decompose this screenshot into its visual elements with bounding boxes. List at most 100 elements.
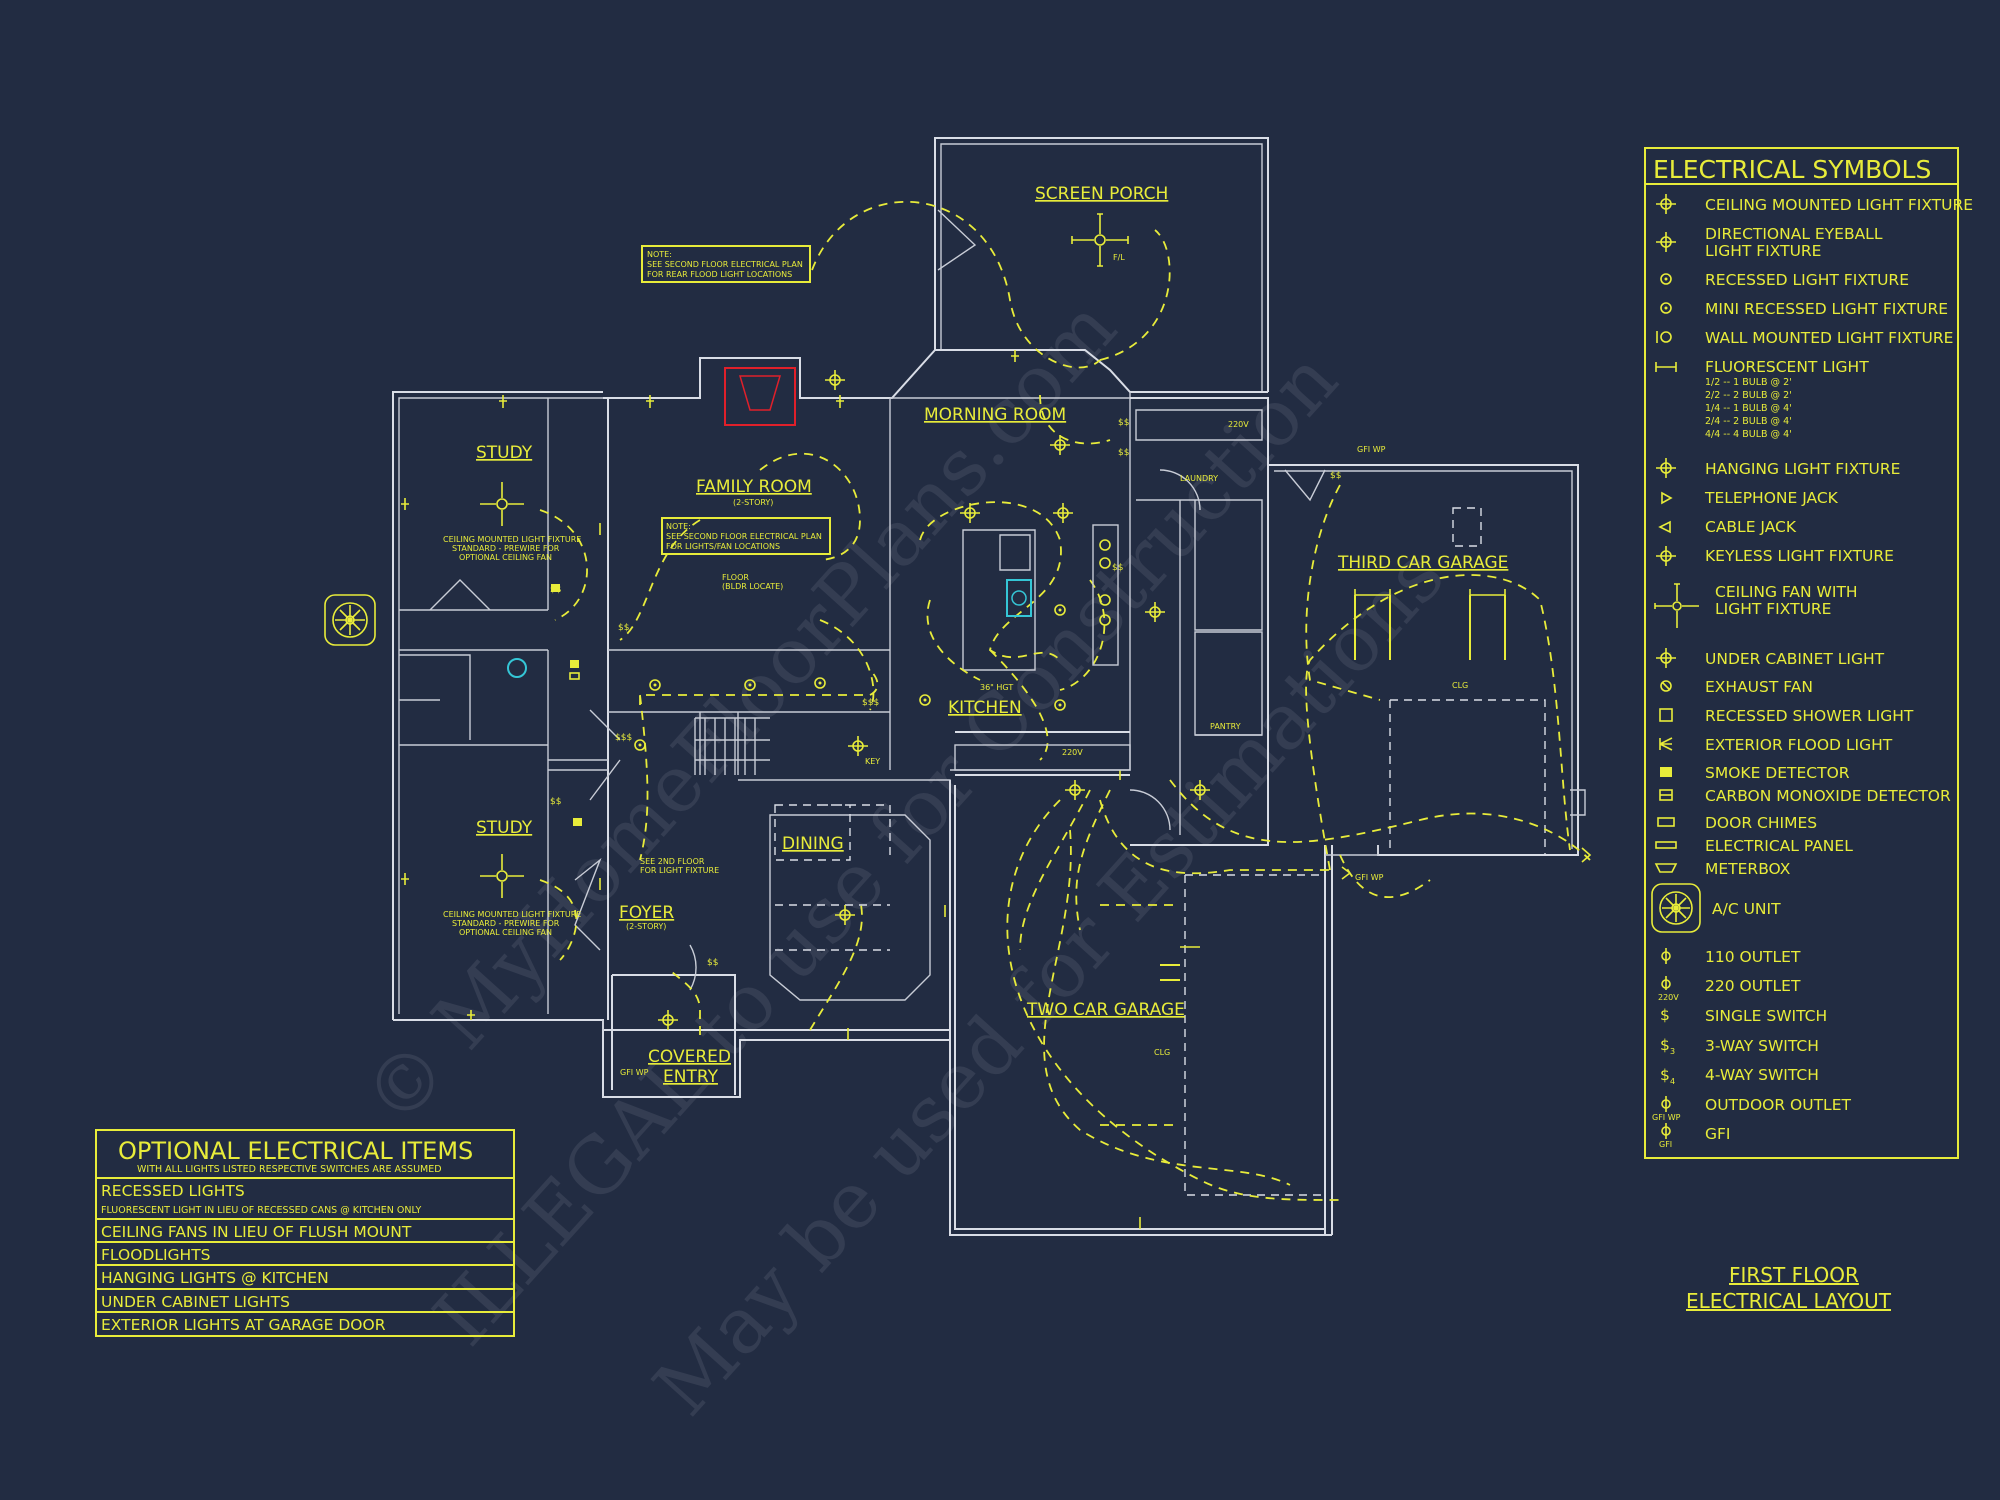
legend-fluor-sub-3: 1/4 -- 1 BULB @ 4' bbox=[1705, 403, 1792, 414]
legend-label-cable: CABLE JACK bbox=[1705, 518, 1797, 536]
legend-label-outdoor: OUTDOOR OUTLET bbox=[1705, 1096, 1851, 1114]
svg-text:GFI: GFI bbox=[1659, 1140, 1672, 1149]
legend-label-chimes: DOOR CHIMES bbox=[1705, 814, 1817, 832]
svg-text:GFI WP: GFI WP bbox=[1652, 1113, 1681, 1122]
legend-label-panel: ELECTRICAL PANEL bbox=[1705, 837, 1853, 855]
outlet-110-icon bbox=[401, 350, 1141, 1229]
electrical-panel-icon bbox=[1655, 841, 1677, 849]
legend-label-fan-1: CEILING FAN WITH bbox=[1715, 583, 1858, 601]
clg-note-two-garage: CLG bbox=[1154, 1048, 1170, 1057]
svg-text:$$: $$ bbox=[1330, 471, 1341, 481]
circuit-wiring bbox=[539, 200, 1591, 1201]
legend-label-recessed: RECESSED LIGHT FIXTURE bbox=[1705, 271, 1909, 289]
svg-text:3: 3 bbox=[1670, 1047, 1675, 1056]
legend-label-220: 220 OUTLET bbox=[1705, 977, 1801, 995]
family-note-line-2: FOR LIGHTS/FAN LOCATIONS bbox=[666, 542, 780, 551]
fireplace-icon bbox=[724, 367, 796, 426]
legend-label-shower: RECESSED SHOWER LIGHT bbox=[1705, 707, 1914, 725]
legend-label-3way: 3-WAY SWITCH bbox=[1705, 1037, 1819, 1055]
study-upper-fixture-1: CEILING MOUNTED LIGHT FIXTURE bbox=[443, 535, 581, 544]
outlet-110-icon bbox=[1661, 948, 1671, 964]
legend-label-ac: A/C UNIT bbox=[1712, 900, 1781, 918]
clg-note-third-garage: CLG bbox=[1452, 681, 1468, 690]
legend-label-co: CARBON MONOXIDE DETECTOR bbox=[1705, 787, 1951, 805]
legend-label-smoke: SMOKE DETECTOR bbox=[1705, 764, 1850, 782]
legend-label-110: 110 OUTLET bbox=[1705, 948, 1801, 966]
svg-text:$$$: $$$ bbox=[862, 698, 879, 708]
wall-light-icon bbox=[1656, 331, 1672, 343]
legend-label-eyeball-1: DIRECTIONAL EYEBALL bbox=[1705, 225, 1883, 243]
fl-note: F/L bbox=[1113, 253, 1125, 262]
eyeball-light-icon bbox=[1656, 232, 1676, 252]
study-upper-fixture-3: OPTIONAL CEILING FAN bbox=[459, 553, 552, 562]
legend-fluor-sub-1: 1/2 -- 1 BULB @ 2' bbox=[1705, 377, 1792, 388]
single-switch-icon: $ bbox=[1660, 1006, 1670, 1024]
room-label-covered-1: COVERED bbox=[648, 1047, 731, 1067]
room-label-morning-room: MORNING ROOM bbox=[924, 405, 1066, 425]
cable-jack-icon bbox=[1658, 520, 1671, 534]
svg-text:$$: $$ bbox=[1118, 418, 1129, 428]
family-note-line-1: SEE SECOND FLOOR ELECTRICAL PLAN bbox=[666, 532, 822, 541]
sheet-title-line-1: FIRST FLOOR bbox=[1729, 1263, 1859, 1287]
legend-label-fluorescent: FLUORESCENT LIGHT bbox=[1705, 358, 1869, 376]
ceiling-light-icon bbox=[1656, 194, 1676, 214]
svg-text:$$: $$ bbox=[707, 958, 718, 968]
foyer-note-1: SEE 2ND FLOOR bbox=[640, 857, 705, 866]
legend-label-keyless: KEYLESS LIGHT FIXTURE bbox=[1705, 547, 1894, 565]
v220-note-1: 220V bbox=[1228, 420, 1249, 429]
room-label-laundry: LAUNDRY bbox=[1180, 474, 1218, 483]
room-label-screen-porch: SCREEN PORCH bbox=[1035, 184, 1168, 204]
smoke-detector-icon bbox=[1660, 767, 1672, 777]
ceiling-fan-icon bbox=[480, 482, 524, 526]
key-note: KEY bbox=[865, 757, 880, 766]
optional-row-5: UNDER CABINET LIGHTS bbox=[101, 1293, 290, 1311]
foyer-sub: (2-STORY) bbox=[626, 922, 666, 931]
optional-row-2: CEILING FANS IN LIEU OF FLUSH MOUNT bbox=[101, 1223, 412, 1241]
sheet-title-line-2: ELECTRICAL LAYOUT bbox=[1686, 1289, 1892, 1313]
study-lower-fixture-3: OPTIONAL CEILING FAN bbox=[459, 928, 552, 937]
legend-label-hanging: HANGING LIGHT FIXTURE bbox=[1705, 460, 1900, 478]
sheet-title: FIRST FLOOR ELECTRICAL LAYOUT bbox=[1686, 1263, 1892, 1313]
legend-label-wall-light: WALL MOUNTED LIGHT FIXTURE bbox=[1705, 329, 1953, 347]
legend-label-telephone: TELEPHONE JACK bbox=[1704, 489, 1839, 507]
optional-row-4: HANGING LIGHTS @ KITCHEN bbox=[101, 1269, 329, 1287]
three-way-switch-icon: $3 bbox=[1660, 1036, 1675, 1056]
optional-items-subtitle: WITH ALL LIGHTS LISTED RESPECTIVE SWITCH… bbox=[137, 1164, 442, 1175]
legend-label-meterbox: METERBOX bbox=[1705, 860, 1791, 878]
outdoor-outlet-icon: GFI WP bbox=[1652, 1096, 1681, 1122]
legend-fluor-sub-2: 2/2 -- 2 BULB @ 2' bbox=[1705, 390, 1792, 401]
svg-text:$$: $$ bbox=[618, 623, 629, 633]
legend-label-single-switch: SINGLE SWITCH bbox=[1705, 1007, 1827, 1025]
room-label-pantry: PANTRY bbox=[1210, 722, 1241, 731]
telephone-jack-icon bbox=[1661, 491, 1673, 505]
room-label-study-upper: STUDY bbox=[476, 443, 533, 463]
recessed-light-icon bbox=[634, 604, 1066, 751]
fluorescent-light-icon bbox=[1180, 589, 1506, 948]
flood-light-icon bbox=[1659, 737, 1673, 751]
under-cabinet-light-icon bbox=[1656, 648, 1676, 668]
legend-label-fan-2: LIGHT FIXTURE bbox=[1715, 600, 1831, 618]
legend-fluor-sub-4: 2/4 -- 2 BULB @ 4' bbox=[1705, 416, 1792, 427]
svg-text:220V: 220V bbox=[1658, 993, 1679, 1002]
svg-text:4: 4 bbox=[1670, 1077, 1675, 1086]
study-lower-fixture-2: STANDARD - PREWIRE FOR bbox=[452, 919, 560, 928]
svg-text:$$$: $$$ bbox=[615, 733, 632, 743]
gfi-wp-note-1: GFI WP bbox=[1357, 445, 1386, 454]
optional-row-3: FLOODLIGHTS bbox=[101, 1246, 211, 1264]
island-height-note: 36" HGT bbox=[980, 683, 1013, 692]
optional-row-1: RECESSED LIGHTS bbox=[101, 1182, 245, 1200]
optional-row-6: EXTERIOR LIGHTS AT GARAGE DOOR bbox=[101, 1316, 386, 1334]
rear-note-line-2: FOR REAR FLOOD LIGHT LOCATIONS bbox=[647, 270, 792, 279]
legend-label-exhaust: EXHAUST FAN bbox=[1705, 678, 1813, 696]
room-label-two-car-garage: TWO CAR GARAGE bbox=[1026, 1000, 1185, 1020]
outlet-220-icon: 220V bbox=[1658, 976, 1679, 1002]
gfi-wp-note-3: GFI WP bbox=[620, 1068, 649, 1077]
svg-text:$: $ bbox=[1660, 1006, 1670, 1024]
room-label-study-lower: STUDY bbox=[476, 818, 533, 838]
plan-fixtures: $$ $$$ $$$ $$ $$ $$ $$ $$ $$ $$ bbox=[324, 213, 1592, 1229]
floor-plan-walls bbox=[392, 137, 1586, 1236]
keyless-light-icon bbox=[1656, 546, 1676, 566]
study-lower-fixture-1: CEILING MOUNTED LIGHT FIXTURE bbox=[443, 910, 581, 919]
